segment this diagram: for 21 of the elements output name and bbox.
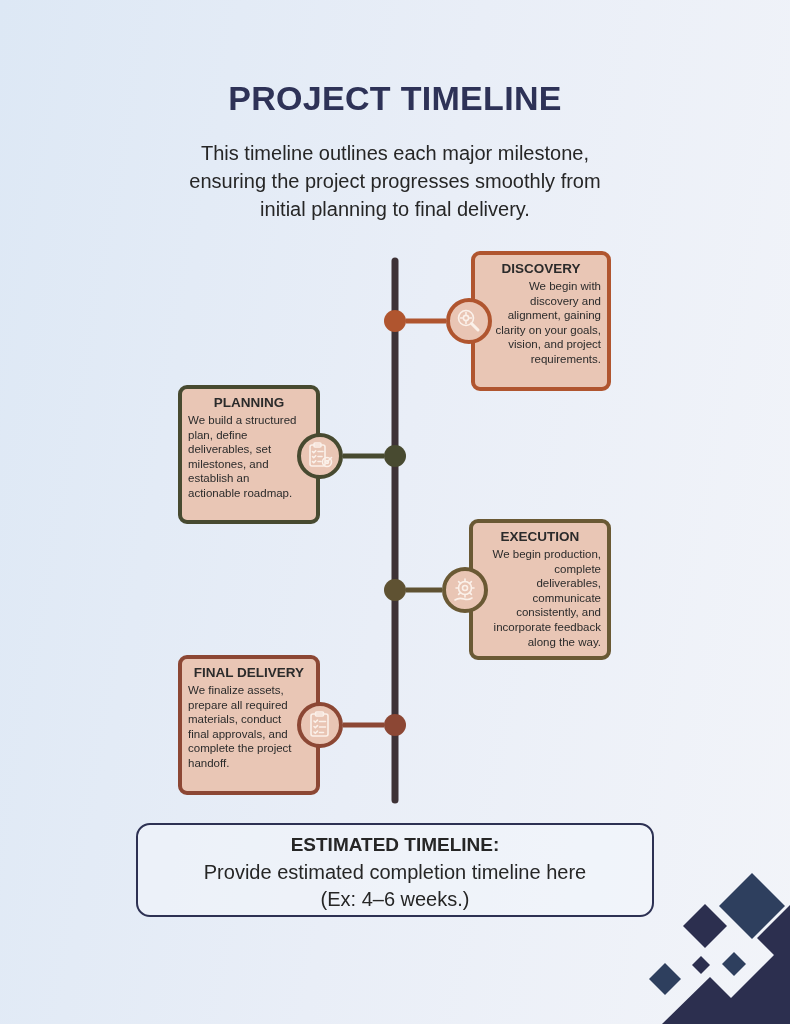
timeline-dot bbox=[384, 714, 406, 736]
box-heading: ESTIMATED TIMELINE: bbox=[290, 833, 500, 857]
card-heading: PLANNING bbox=[213, 394, 285, 411]
card-description: We begin with discovery and alignment, gaining clarity on your goals, vision, and project requirements. bbox=[494, 279, 601, 367]
card-heading: FINAL DELIVERY bbox=[193, 664, 305, 681]
connector-line bbox=[406, 587, 442, 593]
info-box bbox=[136, 823, 654, 917]
card-heading: EXECUTION bbox=[500, 528, 580, 545]
timeline-dot bbox=[384, 310, 406, 332]
timeline-dot bbox=[384, 445, 406, 467]
connector-line bbox=[343, 453, 384, 459]
card-description: We begin production, complete deliverables, communicate consistently, and incorporate feedback along the way. bbox=[491, 547, 601, 650]
connector-line bbox=[406, 318, 446, 324]
timeline-dot bbox=[384, 579, 406, 601]
box-text: Provide estimated completion timeline here (Ex: 4–6 weeks.) bbox=[202, 860, 588, 912]
connector-line bbox=[343, 722, 384, 728]
card-description: We finalize assets, prepare all required materials, conduct final approvals, and complete the project handoff. bbox=[188, 683, 293, 771]
subtitle-text: This timeline outlines each major milestone, ensuring the project progresses smoothly from initial planning to final delivery. bbox=[188, 141, 602, 222]
card-description: We build a structured plan, define deliverables, set milestones, and establish an actionable roadmap. bbox=[188, 413, 298, 501]
title: PROJECT TIMELINE bbox=[228, 78, 562, 118]
card-heading: DISCOVERY bbox=[501, 260, 581, 277]
